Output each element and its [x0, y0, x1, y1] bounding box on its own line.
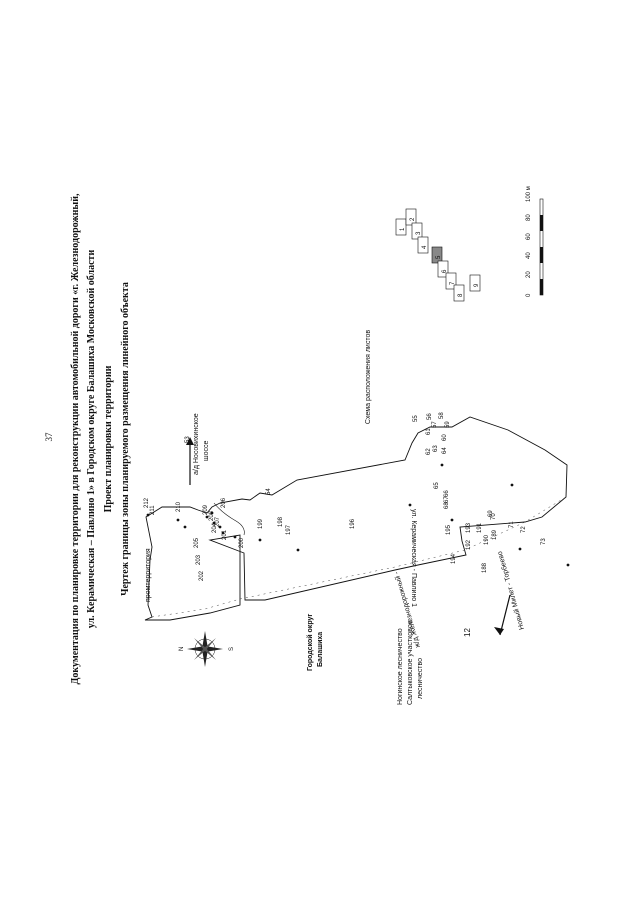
area-label-forest-2: Салтыковское участковое: [407, 620, 414, 705]
title-line-3: Проект планировки территории: [103, 365, 114, 512]
point-label: 65: [434, 482, 440, 489]
point-label: 192: [466, 539, 472, 550]
scale-bar: 0 20 40 60 80 100 м: [526, 186, 544, 297]
road-label-keramicheskaya: ул. Керамическая - Павлино 1: [410, 509, 417, 607]
index-sheet-label: 5: [436, 255, 442, 259]
point-label: 209: [203, 504, 209, 515]
point-label: 60: [442, 434, 448, 441]
point-label: 197: [286, 524, 292, 535]
point-label: 191: [477, 522, 483, 533]
point-label: 202: [199, 570, 205, 581]
road-label-nosovikhinskoe: а/д Носовихинское: [193, 413, 200, 475]
point-label: 193: [466, 522, 472, 533]
direction-arrow-head: [186, 437, 194, 445]
point-label: 62: [426, 448, 432, 455]
point-label: 203: [196, 554, 202, 565]
area-label-okrug-2: Балашиха: [317, 632, 324, 667]
point-label: 212: [144, 497, 150, 508]
road-label-nosovikhinskoe-2: шоссе: [203, 440, 210, 461]
point-label: 208: [209, 510, 215, 521]
point-label: 199: [258, 518, 264, 529]
area-label-forest-1: Ногинское лесничество: [397, 628, 404, 705]
sheet-number-label: 12: [463, 628, 472, 637]
scale-tick-label: 20: [526, 271, 532, 278]
point-label: 55: [413, 415, 419, 422]
point-label: 190: [484, 534, 490, 545]
area-label-forest-3: лесничество: [417, 658, 424, 699]
point-label: 205: [194, 537, 200, 548]
point-label: 58: [439, 412, 445, 419]
index-sheet-label: 2: [410, 217, 416, 221]
point-label: 66: [444, 490, 450, 497]
point-label: 71: [509, 521, 515, 528]
point-label: 204: [212, 522, 218, 533]
point-label: 63: [433, 445, 439, 452]
area-label-okrug-1: Городской округ: [306, 614, 314, 671]
point-label: 194: [451, 553, 457, 564]
point-label: 201: [222, 529, 228, 540]
scale-tick-label: 40: [526, 252, 532, 259]
point-label: 189: [492, 529, 498, 540]
area-label-promterritory: промтерритория: [145, 548, 152, 602]
title-line-4: Чертеж границы зоны планируемого размеще…: [120, 282, 131, 596]
scale-tick-label: 60: [526, 233, 532, 240]
scale-tick-label: 100 м: [526, 186, 532, 202]
point-label: 59: [445, 421, 451, 428]
point-label: 61: [426, 428, 432, 435]
compass-rose: N S: [179, 631, 235, 667]
compass-north: N: [179, 647, 185, 651]
point-label: 69: [488, 510, 494, 517]
point-label: 70: [491, 513, 497, 520]
point-label: 207: [215, 516, 221, 527]
point-label: 210: [176, 501, 182, 512]
point-label: 188: [482, 562, 488, 573]
point-label: 57: [432, 421, 438, 428]
title-line-1: Документация по планировке территории дл…: [70, 193, 81, 684]
index-sheet-label: 1: [400, 227, 406, 231]
point-label: 67: [444, 496, 450, 503]
point-label: 211: [150, 505, 156, 515]
index-sheet-label: 6: [442, 269, 448, 273]
index-sheet-label: 7: [450, 281, 456, 285]
point-label: 196: [350, 518, 356, 529]
road-label-rail-2: Новый Милет - Торбеево: [496, 550, 526, 630]
point-label: 64: [442, 447, 448, 454]
index-sheet-label: 9: [474, 283, 480, 287]
scale-tick-label: 0: [526, 293, 532, 297]
scale-tick-label: 80: [526, 214, 532, 221]
index-sheet-label: 3: [416, 231, 422, 235]
point-label: 53: [185, 436, 191, 443]
point-label: 200: [239, 537, 245, 548]
point-labels: 212 211 210 209 208 207 206 205 204 203 …: [144, 412, 547, 581]
inner-curve: [213, 502, 245, 536]
zone-boundary: [144, 416, 568, 621]
point-label: 206: [221, 497, 227, 508]
boundary-points: [146, 463, 570, 567]
title-line-2: ул. Керамическая – Павлино 1» в Городско…: [86, 250, 97, 629]
point-label: 68: [444, 502, 450, 509]
point-label: 73: [541, 538, 547, 545]
point-label: 54: [266, 488, 272, 495]
index-map-title: Схема расположения листов: [365, 330, 372, 424]
point-label: 195: [446, 524, 452, 535]
sheet-index-map: Схема расположения листов 1 2 3 4 5 6 7 …: [365, 208, 481, 424]
point-label: 72: [521, 526, 527, 533]
index-sheet-label: 8: [458, 293, 464, 297]
point-label: 56: [427, 413, 433, 420]
rail-arrow-head: [494, 627, 504, 635]
index-sheet-label: 4: [422, 245, 428, 249]
point-label: 198: [278, 516, 284, 527]
rail-arrow: [499, 594, 511, 636]
page-number: 37: [44, 432, 54, 442]
compass-south: S: [229, 647, 235, 651]
